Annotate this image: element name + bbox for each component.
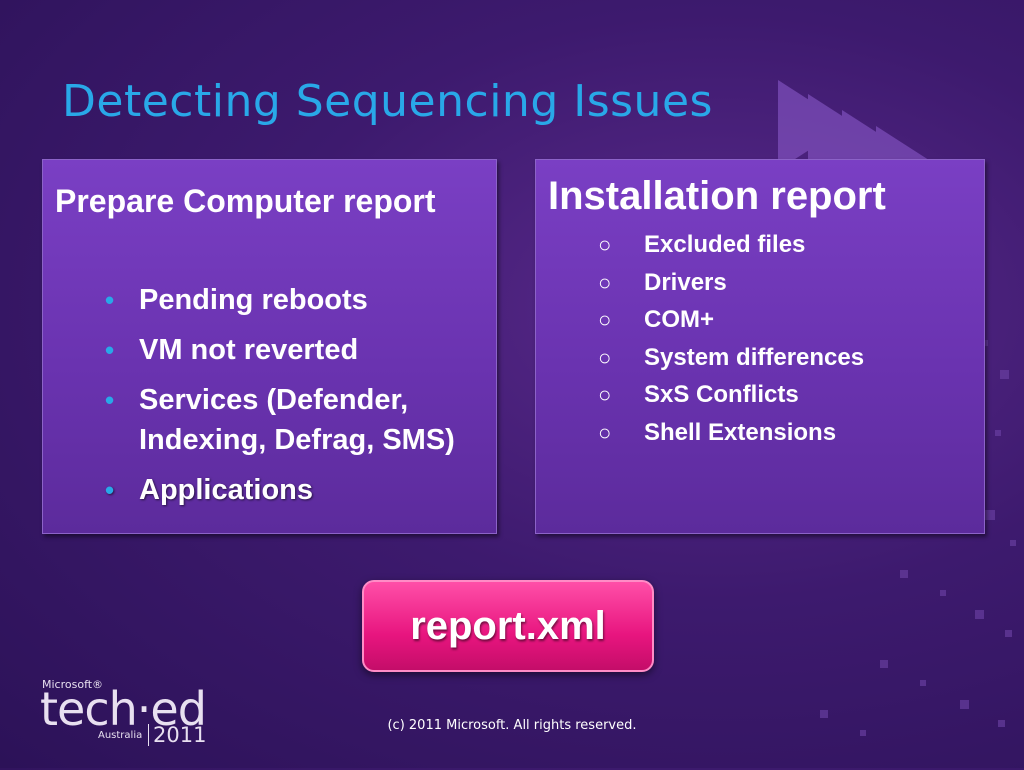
circle-bullet-icon: ○ [598,344,612,370]
installation-report-panel: Installation report ○Excluded files ○Dri… [535,159,985,534]
circle-bullet-icon: ○ [598,232,612,257]
right-panel-heading: Installation report [548,174,886,218]
list-item: ○COM+ [598,301,864,339]
bullet-icon: • [105,285,115,315]
bullet-icon: • [105,475,115,505]
logo-microsoft-text: Microsoft® [42,678,104,691]
list-item: ○Drivers [598,264,864,302]
prepare-computer-panel: Prepare Computer report •Pending reboots… [42,159,497,534]
list-item: ○Excluded files [598,226,864,264]
bullet-icon: • [105,335,115,365]
list-item: ○SxS Conflicts [598,376,864,414]
list-item: •Services (Defender, Indexing, Defrag, S… [105,380,475,460]
list-item: •Applications [105,470,475,510]
circle-bullet-icon: ○ [598,307,612,332]
list-item: ○Shell Extensions [598,414,864,452]
circle-bullet-icon: ○ [598,269,612,295]
left-bullet-list: •Pending reboots •VM not reverted •Servi… [105,280,475,520]
logo-brand-text: tech·ed [40,682,207,736]
list-item: ○System differences [598,339,864,377]
teched-logo: Microsoft® tech·ed Australia 2011 [40,678,220,758]
logo-region-text: Australia [98,730,143,741]
copyright-footer: (c) 2011 Microsoft. All rights reserved. [387,718,637,733]
left-panel-heading: Prepare Computer report [55,183,436,219]
logo-year-text: 2011 [148,724,206,746]
bullet-icon: • [105,385,115,415]
circle-bullet-icon: ○ [598,419,612,445]
list-item: •VM not reverted [105,330,475,370]
circle-bullet-icon: ○ [598,382,612,407]
right-bullet-list: ○Excluded files ○Drivers ○COM+ ○System d… [598,226,864,451]
report-xml-button[interactable]: report.xml [362,580,654,672]
slide-title: Detecting Sequencing Issues [62,76,713,127]
list-item: •Pending reboots [105,280,475,320]
